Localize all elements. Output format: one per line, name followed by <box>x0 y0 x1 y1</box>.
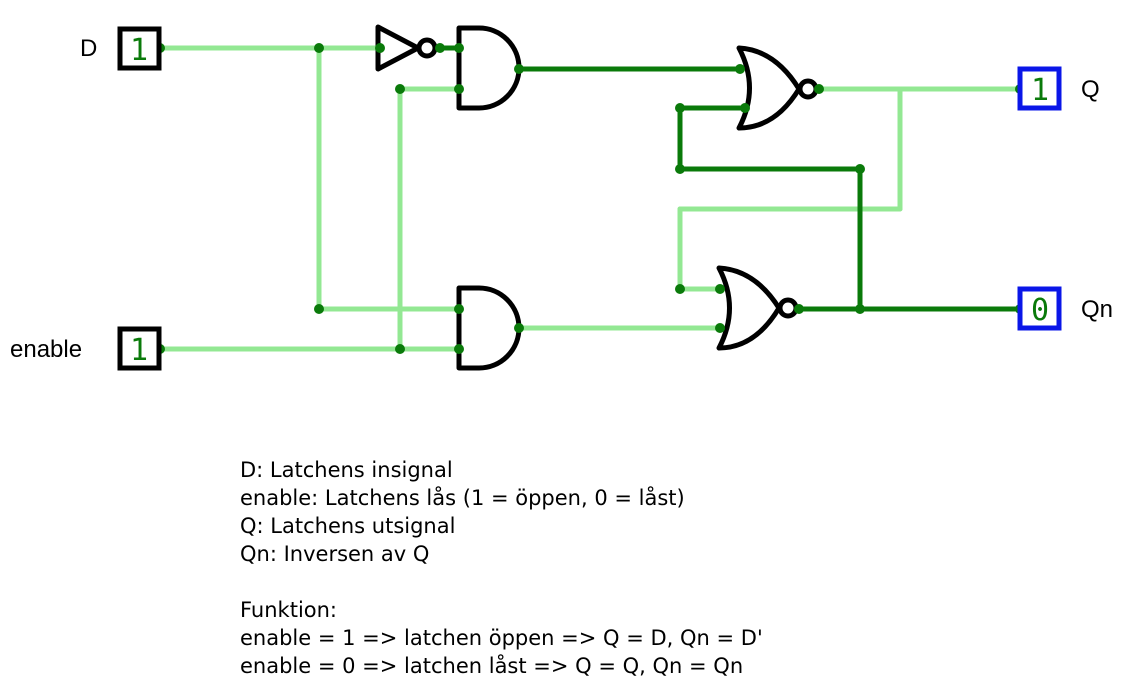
output-qn-label: Qn <box>1081 296 1114 323</box>
dot <box>375 43 385 53</box>
and-gate-top <box>456 25 522 111</box>
input-d-pin[interactable]: 1 <box>117 26 162 71</box>
nor-gate-bottom-body <box>716 265 782 351</box>
not-gate <box>375 24 438 72</box>
dot <box>675 103 685 113</box>
input-d-label: D <box>80 35 98 62</box>
note-line: Funktion: <box>240 598 338 622</box>
dot <box>855 164 865 174</box>
output-qn-box <box>1017 286 1062 331</box>
dot <box>514 64 524 74</box>
description-notes: D: Latchens insignal enable: Latchens lå… <box>240 456 763 680</box>
dot <box>454 84 464 94</box>
nor-gate-bottom-bubble <box>777 297 799 319</box>
dot <box>675 284 685 294</box>
output-qn-value: 0 <box>1031 293 1049 328</box>
nor-gate-top-body <box>736 45 802 131</box>
dot <box>395 344 405 354</box>
input-d-box[interactable] <box>117 26 162 71</box>
dot <box>794 304 804 314</box>
note-line: D: Latchens insignal <box>240 458 453 482</box>
input-enable-box[interactable] <box>117 326 162 371</box>
output-qn-pin: 0 <box>1017 286 1062 331</box>
dot <box>814 84 824 94</box>
nor-gate-bottom <box>716 265 799 351</box>
note-line: enable = 0 => latchen låst => Q = Q, Qn … <box>240 654 744 678</box>
input-enable-value: 1 <box>130 333 148 368</box>
dot <box>715 284 725 294</box>
note-spacer <box>240 568 763 596</box>
dot <box>514 323 524 333</box>
note-line: Q: Latchens utsignal <box>240 514 456 538</box>
dot <box>715 323 725 333</box>
dot <box>740 103 750 113</box>
dot <box>675 164 685 174</box>
output-q-value: 1 <box>1031 73 1049 108</box>
dot <box>454 304 464 314</box>
note-line: enable = 1 => latchen öppen => Q = D, Qn… <box>240 626 763 650</box>
input-d-value: 1 <box>130 33 148 68</box>
input-enable-pin[interactable]: 1 <box>117 326 162 371</box>
and-gate-bottom <box>456 285 522 371</box>
input-enable-label: enable <box>10 336 83 363</box>
note-line: enable: Latchens lås (1 = öppen, 0 = lås… <box>240 486 685 510</box>
dot <box>314 43 324 53</box>
output-q-pin: 1 <box>1017 66 1062 111</box>
not-gate-bubble <box>416 37 438 59</box>
wires-light <box>157 45 1023 352</box>
dot <box>735 64 745 74</box>
dot <box>435 43 445 53</box>
dot <box>855 304 865 314</box>
dot <box>454 43 464 53</box>
dot <box>454 344 464 354</box>
output-q-label: Q <box>1081 76 1100 103</box>
nor-gate-top <box>736 45 819 131</box>
note-line: Qn: Inversen av Q <box>240 542 430 566</box>
dot <box>314 304 324 314</box>
nor-gate-top-bubble <box>797 78 819 100</box>
dot <box>395 84 405 94</box>
gates <box>375 24 819 371</box>
output-q-box <box>1017 66 1062 111</box>
